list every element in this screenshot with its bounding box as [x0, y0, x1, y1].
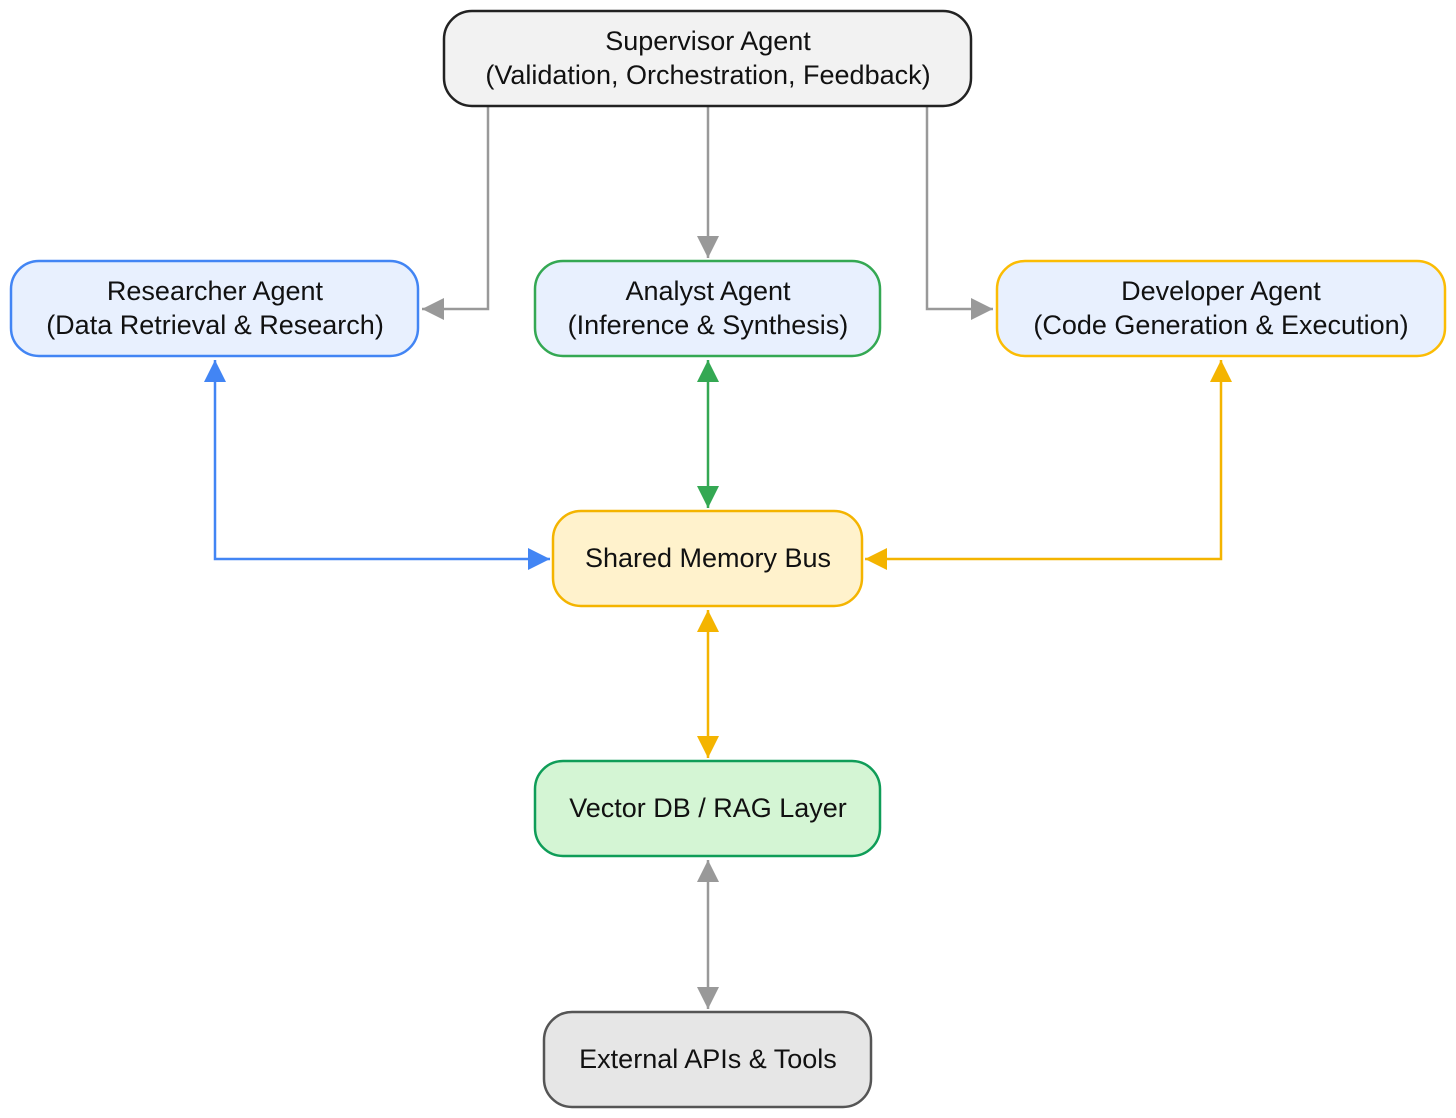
node-external-apis: External APIs & Tools [542, 1010, 873, 1109]
node-researcher-subtitle: (Data Retrieval & Research) [46, 310, 384, 340]
edges [204, 107, 1232, 1009]
node-analyst-box [533, 259, 882, 358]
node-vector-db: Vector DB / RAG Layer [533, 759, 882, 858]
node-developer-box [995, 259, 1447, 358]
node-memory-box [551, 509, 864, 608]
edge-supervisor-to-developer [925, 107, 993, 320]
node-vector-label: Vector DB / RAG Layer [569, 793, 847, 823]
node-researcher-agent: Researcher Agent (Data Retrieval & Resea… [9, 259, 420, 358]
node-analyst-subtitle: (Inference & Synthesis) [568, 310, 849, 340]
node-developer-subtitle: (Code Generation & Execution) [1033, 310, 1408, 340]
node-supervisor-agent: Supervisor Agent (Validation, Orchestrat… [442, 9, 973, 108]
node-supervisor-box [442, 9, 973, 108]
node-researcher-box [9, 259, 420, 358]
node-shared-memory-bus: Shared Memory Bus [551, 509, 864, 608]
node-developer-title: Developer Agent [1121, 276, 1321, 306]
node-supervisor-title: Supervisor Agent [605, 26, 811, 56]
node-supervisor-subtitle: (Validation, Orchestration, Feedback) [485, 60, 930, 90]
node-analyst-title: Analyst Agent [625, 276, 791, 306]
edge-researcher-memory [204, 360, 550, 570]
edge-supervisor-to-researcher [422, 107, 490, 320]
node-external-box [542, 1010, 873, 1109]
node-memory-label: Shared Memory Bus [585, 543, 831, 573]
node-external-label: External APIs & Tools [579, 1044, 837, 1074]
node-analyst-agent: Analyst Agent (Inference & Synthesis) [533, 259, 882, 358]
node-developer-agent: Developer Agent (Code Generation & Execu… [995, 259, 1447, 358]
node-researcher-title: Researcher Agent [107, 276, 324, 306]
edge-developer-memory [865, 360, 1232, 570]
node-vector-box [533, 759, 882, 858]
